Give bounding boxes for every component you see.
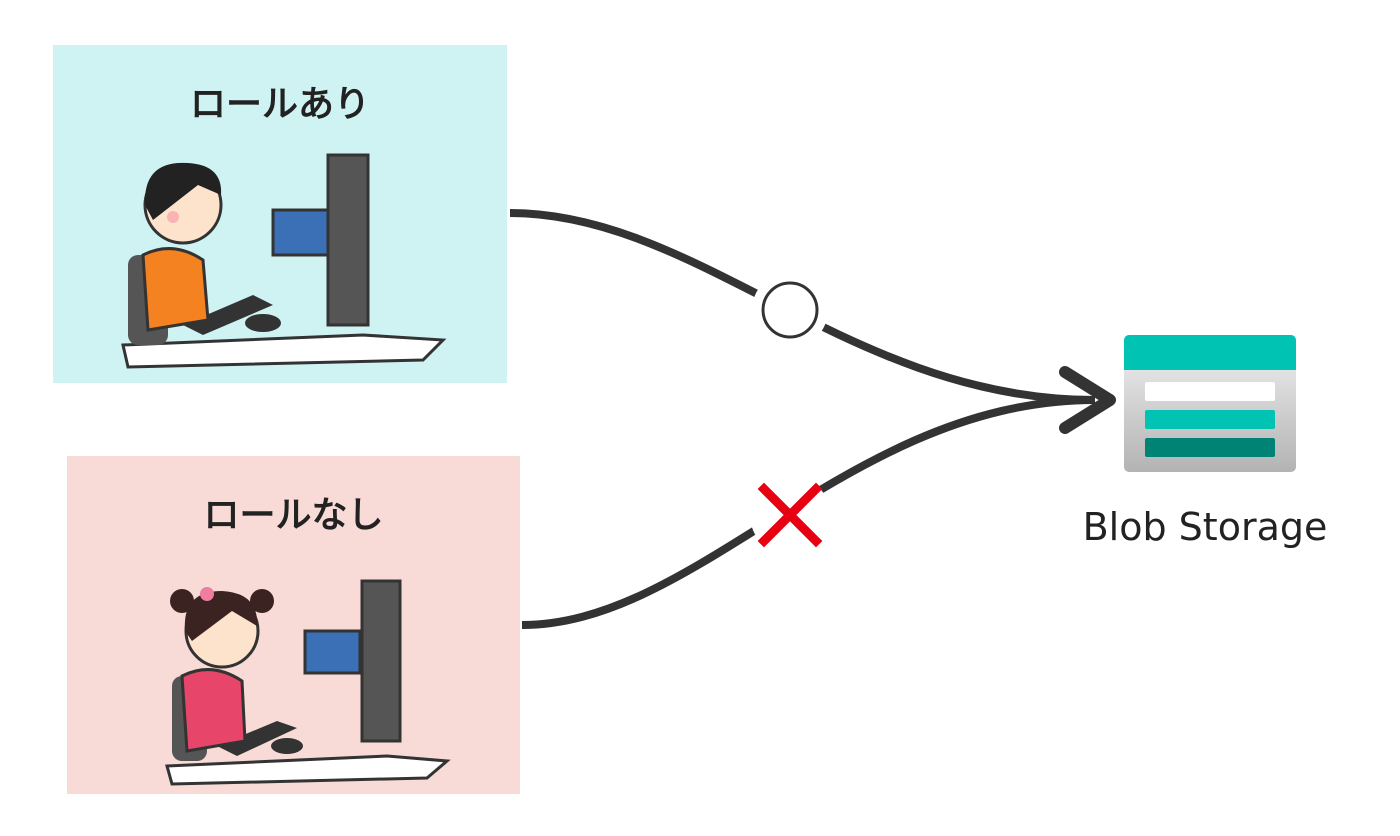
azure-blob-storage-icon (1124, 335, 1296, 472)
circle-allowed-icon (752, 272, 828, 348)
actor-without-role-panel: ロールなし (67, 456, 520, 794)
girl-at-computer-illustration (165, 579, 451, 786)
actor-with-role-panel: ロールあり (53, 45, 507, 383)
blob-storage-label: Blob Storage (1082, 505, 1328, 549)
cross-denied-icon (750, 475, 830, 555)
actor-without-role-label: ロールなし (203, 495, 384, 536)
boy-at-computer-illustration (121, 153, 447, 369)
actor-with-role-label: ロールあり (189, 84, 370, 125)
arrowhead-icon (1059, 366, 1116, 434)
